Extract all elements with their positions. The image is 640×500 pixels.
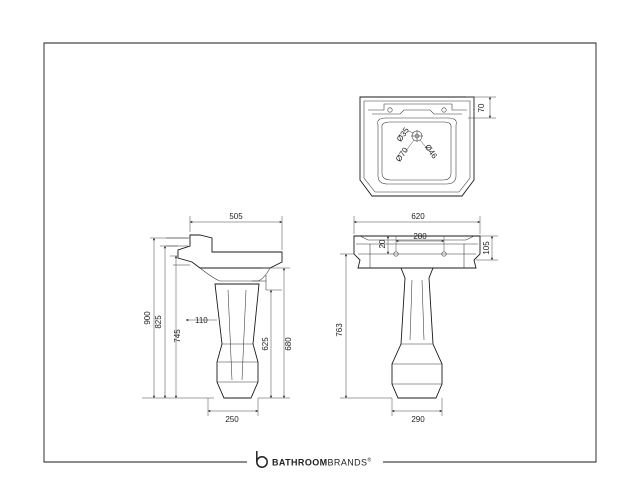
front-height-label: 763 <box>335 323 344 337</box>
front-view: 620 280 20 105 763 290 <box>335 212 498 424</box>
side-view: 505 900 825 745 110 625 680 250 <box>142 212 293 424</box>
side-pedestal-base-label: 250 <box>225 415 239 424</box>
side-height-overall-label: 900 <box>143 311 152 325</box>
brand-b-icon <box>256 451 268 468</box>
front-width-label: 620 <box>411 212 425 221</box>
side-height-625-label: 625 <box>261 337 270 351</box>
drawing-frame <box>43 42 597 463</box>
brand-trademark: ® <box>367 457 371 464</box>
side-height-825-label: 825 <box>154 315 163 329</box>
front-tap-deck-label: 20 <box>378 239 387 248</box>
plan-dia-46-label: Ø46 <box>423 143 439 161</box>
front-rim-depth-label: 105 <box>482 241 491 255</box>
brand-logo: BATHROOMBRANDS® <box>256 451 372 468</box>
front-pedestal-base-label: 290 <box>411 415 425 424</box>
plan-dia-35-label: Ø35 <box>395 125 411 143</box>
plan-depth-70-label: 70 <box>477 103 486 112</box>
svg-text:BATHROOMBRANDS®: BATHROOMBRANDS® <box>272 457 372 468</box>
brand-name-light: BRANDS <box>328 458 368 468</box>
plan-view: Ø35 Ø70 Ø46 70 <box>359 96 496 197</box>
side-width-label: 505 <box>229 212 243 221</box>
side-rim-height-label: 680 <box>284 337 293 351</box>
brand-name-bold: BATHROOM <box>272 458 328 468</box>
side-height-745-label: 745 <box>173 329 182 343</box>
side-waste-offset-label: 110 <box>195 316 208 325</box>
front-tap-centres-label: 280 <box>413 232 427 241</box>
